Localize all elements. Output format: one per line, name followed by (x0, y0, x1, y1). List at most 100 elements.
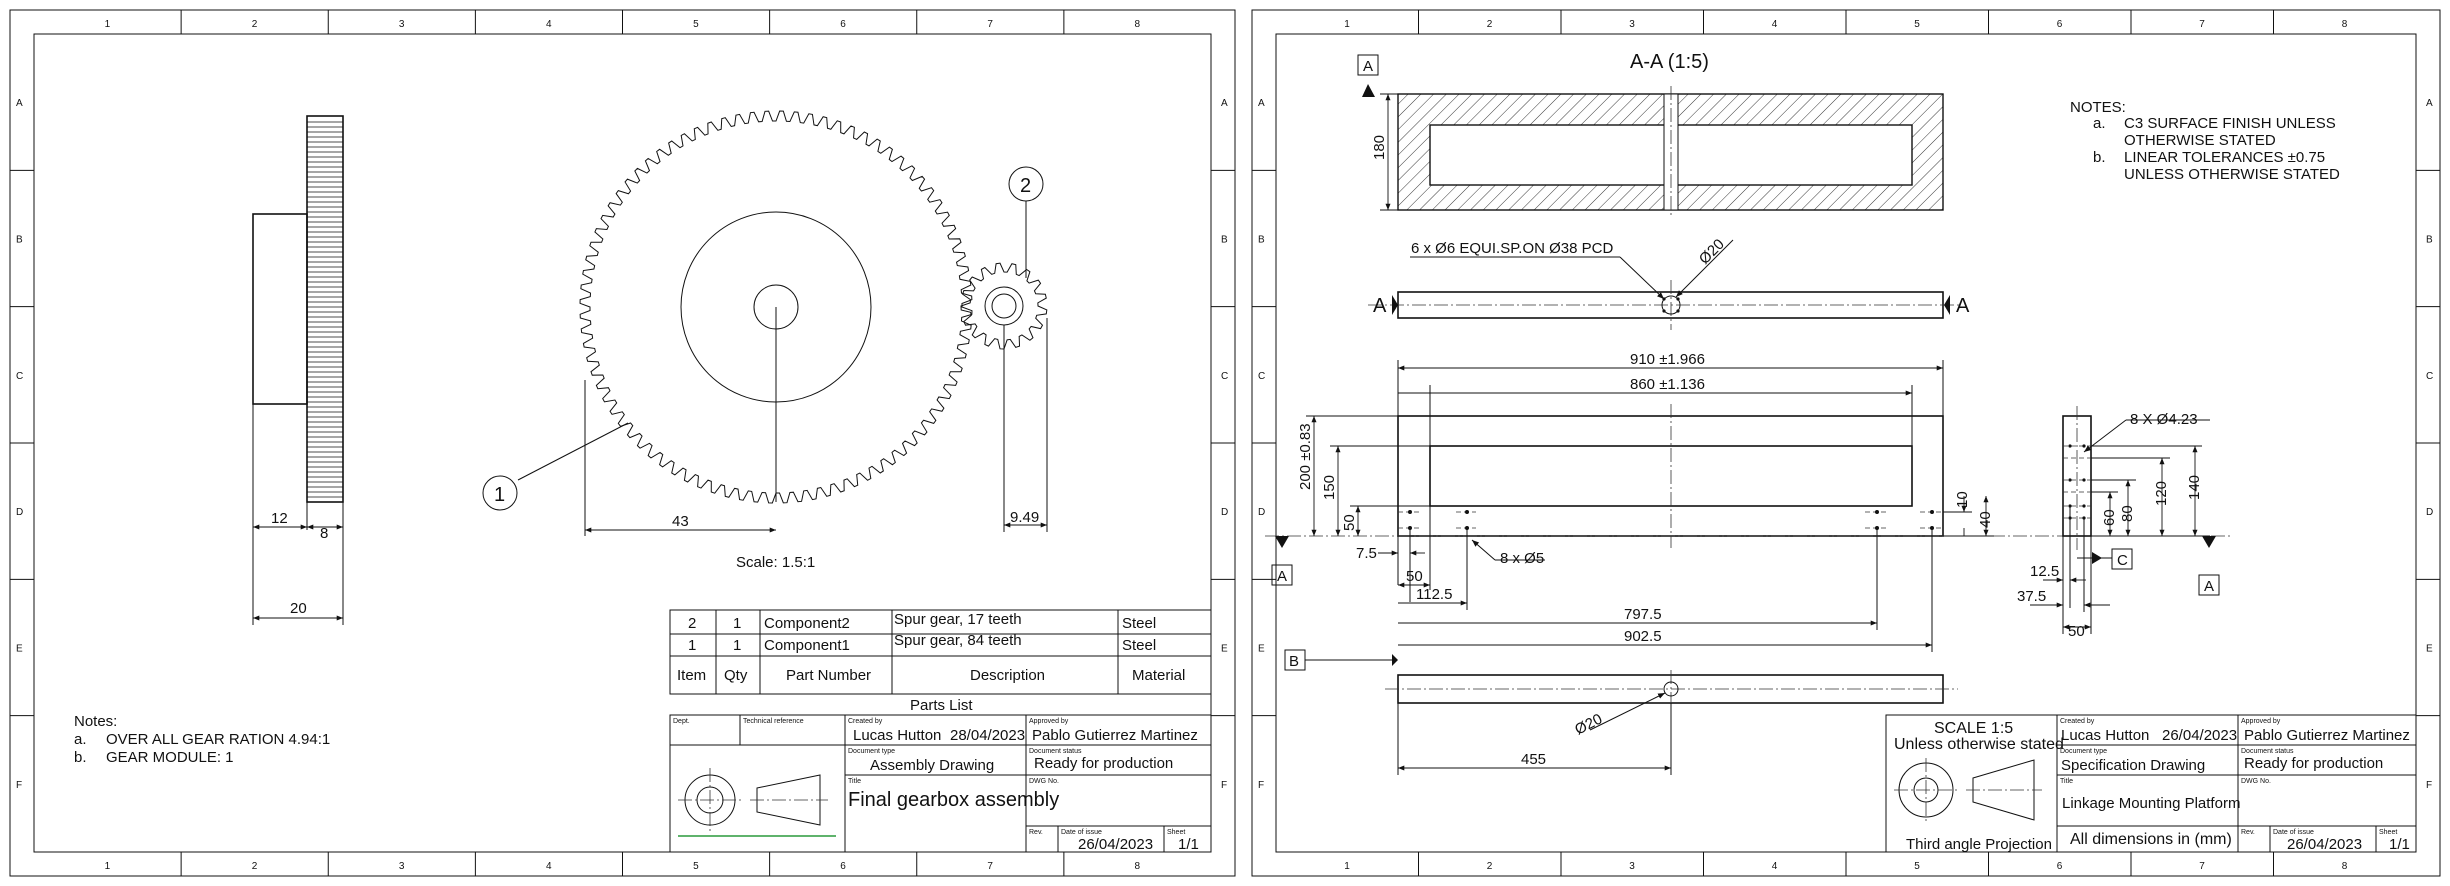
date-of-issue-2: 26/04/2023 (2287, 836, 2362, 853)
side-view: 8 X Ø4.23 60 80 120 140 12.5 37.5 (2017, 406, 2220, 640)
table-cell: Component2 (764, 615, 850, 632)
table-cell: 1 (733, 615, 741, 632)
svg-text:Document type: Document type (2060, 748, 2107, 755)
table-cell: Spur gear, 17 teeth (894, 611, 1022, 628)
dim-dia20-bottom: Ø20 (1572, 711, 1605, 739)
grid-number-label: 4 (546, 861, 552, 872)
svg-text:UNLESS OTHERWISE STATED: UNLESS OTHERWISE STATED (2124, 166, 2340, 183)
svg-text:A: A (2204, 578, 2214, 595)
sheet-1-title-block: Dept. Technical reference Created by Luc… (669, 714, 1212, 853)
dim-7-5: 7.5 (1356, 545, 1377, 562)
dim-pinion: 9.49 (1010, 509, 1039, 526)
grid-number-label: 4 (1772, 19, 1778, 30)
projection-symbol-2 (1894, 758, 2042, 822)
grid-number-label: 1 (105, 861, 111, 872)
dim-112-5: 112.5 (1416, 586, 1452, 603)
svg-text:Title: Title (2060, 778, 2073, 785)
side-dim-60: 60 (2101, 509, 2118, 526)
svg-text:OVER ALL GEAR RATION 4.94:1: OVER ALL GEAR RATION 4.94:1 (106, 731, 330, 748)
parts-list-table: 2 1 Component2 Spur gear, 17 teeth Steel… (669, 609, 1212, 714)
approved-by-2: Pablo Gutierrez Martinez (2244, 727, 2410, 744)
drawing-title: Final gearbox assembly (848, 789, 1059, 811)
svg-text:LINEAR TOLERANCES ±0.75: LINEAR TOLERANCES ±0.75 (2124, 149, 2325, 166)
dim-hub-width: 12 (271, 510, 288, 527)
created-date-2: 26/04/2023 (2162, 727, 2237, 744)
grid-number-label: 7 (2199, 19, 2205, 30)
table-header: Material (1132, 667, 1185, 684)
grid-letter-label: B (2426, 235, 2433, 246)
grid-number-label: 3 (1629, 19, 1635, 30)
top-view-strip: A A 6 x Ø6 EQUI.SP.ON Ø38 PCD Ø20 (1368, 236, 1970, 330)
grid-letter-label: E (16, 644, 23, 655)
grid-letter-label: C (1221, 371, 1228, 382)
grid-letter-label: C (2426, 371, 2433, 382)
grid-letter-label: A (16, 98, 23, 109)
dimensions-note: All dimensions in (mm) (2070, 831, 2232, 848)
grid-number-label: 2 (252, 19, 258, 30)
table-cell: Spur gear, 84 teeth (894, 632, 1022, 649)
dim-width-910: 910 ±1.966 (1630, 351, 1705, 368)
svg-text:Technical reference: Technical reference (743, 718, 804, 725)
grid-number-label: 7 (2199, 861, 2205, 872)
svg-text:Date of issue: Date of issue (2273, 829, 2314, 836)
grid-letter-label: B (1258, 235, 1265, 246)
grid-number-label: 7 (987, 861, 993, 872)
section-marker-top: A (1357, 54, 1379, 97)
grid-number-label: 5 (693, 19, 699, 30)
side-holes-callout: 8 X Ø4.23 (2130, 411, 2198, 428)
bottom-view-strip: B Ø20 455 (1284, 649, 1958, 775)
table-cell: 2 (688, 615, 696, 632)
sheet-2-notes: NOTES: a. C3 SURFACE FINISH UNLESS OTHER… (2070, 99, 2340, 183)
svg-text:Rev.: Rev. (2241, 829, 2255, 836)
grid-letter-label: E (2426, 644, 2433, 655)
grid-number-label: 6 (840, 19, 846, 30)
grid-number-label: 2 (1487, 861, 1493, 872)
svg-text:C3 SURFACE FINISH UNLESS: C3 SURFACE FINISH UNLESS (2124, 115, 2336, 132)
created-by: Lucas Hutton (853, 727, 941, 744)
table-header: Item (677, 667, 706, 684)
table-cell: 1 (733, 637, 741, 654)
grid-number-label: 1 (1344, 19, 1350, 30)
grid-letter-label: B (1221, 235, 1228, 246)
approved-by: Pablo Gutierrez Martinez (1032, 727, 1198, 744)
sheet-2-title-block: SCALE 1:5 Unless otherwise stated Third … (1885, 714, 2417, 853)
created-date: 28/04/2023 (950, 727, 1025, 744)
large-gear-front-view: 43 (579, 110, 973, 536)
grid-letter-label: A (2426, 98, 2433, 109)
grid-letter-label: D (1258, 507, 1265, 518)
grid-number-label: 5 (693, 861, 699, 872)
table-cell: Steel (1122, 637, 1156, 654)
dim-total-width: 20 (290, 600, 307, 617)
dim-face-width: 8 (320, 525, 328, 542)
svg-text:OTHERWISE STATED: OTHERWISE STATED (2124, 132, 2276, 149)
side-dim-37-5: 37.5 (2017, 588, 2046, 605)
dim-dia20: Ø20 (1696, 236, 1728, 268)
section-cut-a-right: A (1956, 295, 1970, 317)
svg-text:Sheet: Sheet (1167, 829, 1185, 836)
grid-number-label: 7 (987, 19, 993, 30)
balloon-1: 1 (482, 422, 629, 511)
svg-text:Document status: Document status (1029, 748, 1082, 755)
grid-letter-label: F (16, 780, 22, 791)
gear-teeth-lines (307, 121, 343, 498)
date-of-issue: 26/04/2023 (1078, 836, 1153, 853)
dim-section-height: 180 (1371, 135, 1388, 160)
svg-text:Approved by: Approved by (2241, 718, 2281, 725)
svg-text:a.: a. (74, 731, 87, 748)
gear-side-view: 12 8 20 (252, 115, 344, 625)
grid-letter-label: F (1258, 780, 1264, 791)
sheet-number: 1/1 (1178, 836, 1199, 853)
grid-letter-label: A (1258, 98, 1265, 109)
section-cut-a-left: A (1373, 295, 1387, 317)
document-type-2: Specification Drawing (2061, 757, 2205, 774)
grid-letter-label: C (1258, 371, 1265, 382)
projection-label: Third angle Projection (1906, 836, 2052, 853)
projection-symbol (678, 768, 836, 837)
